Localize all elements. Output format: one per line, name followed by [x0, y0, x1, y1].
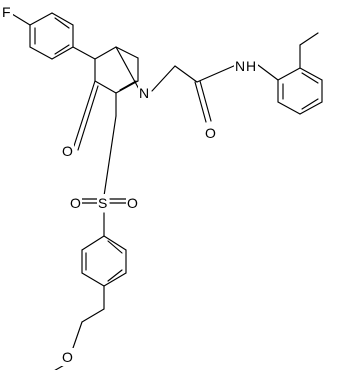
- bond-line-25: [199, 80, 212, 122]
- bond-line-52: [107, 269, 123, 282]
- bond-line-19: [73, 80, 96, 147]
- bond-line-35: [301, 72, 319, 84]
- bond-line-3: [51, 46, 74, 60]
- bond-line-48: [81, 272, 105, 287]
- sulfur-atom-label: S: [98, 195, 107, 211]
- bond-line-34: [301, 98, 319, 110]
- bond-line-17: [115, 46, 139, 59]
- amide-hydrogen-atom-label: H: [246, 58, 256, 74]
- bond-line-55: [81, 308, 105, 323]
- bond-line-5: [51, 12, 74, 26]
- ketone-oxygen-label-bg: [61, 142, 74, 160]
- bond-line-12: [115, 46, 141, 92]
- bond-line-2: [29, 46, 53, 60]
- sulfonyl-oxygen-left-label-bg: [69, 194, 82, 212]
- bond-line-18: [119, 80, 137, 91]
- bond-line-47: [103, 272, 127, 287]
- bond-line-11: [94, 46, 117, 60]
- bond-line-39: [103, 115, 117, 197]
- amide-nitrogen-atom-label: N: [235, 58, 245, 74]
- bond-line-45: [103, 235, 127, 251]
- bond-line-20: [77, 85, 99, 151]
- bond-line-21: [151, 65, 176, 92]
- ring-nitrogen-label-bg: [138, 84, 151, 102]
- amide-oxygen-atom-label: O: [205, 125, 216, 141]
- sulfur-label-bg: [97, 194, 109, 212]
- bond-line-22: [174, 65, 198, 83]
- bond-line-6: [29, 12, 53, 26]
- amide-nitrogen-label-bg: [234, 57, 258, 75]
- ring-nitrogen-atom-label: N: [139, 85, 149, 101]
- bond-line-10: [72, 46, 96, 60]
- methoxy-oxygen-label-bg: [61, 348, 74, 366]
- bond-line-26: [257, 64, 279, 81]
- bond-line-56: [72, 321, 83, 349]
- bond-line-37: [299, 32, 319, 46]
- bond-lines: [11, 12, 323, 370]
- bond-line-14: [94, 80, 117, 94]
- amide-oxygen-label-bg: [204, 124, 217, 142]
- sulfonyl-oxygen-left-atom-label: O: [70, 195, 81, 211]
- fluorine-label-bg: [0, 3, 13, 21]
- bond-line-0: [11, 13, 31, 26]
- bond-line-15: [115, 80, 139, 94]
- ketone-oxygen-atom-label: O: [62, 143, 73, 159]
- methoxy-oxygen-atom-label: O: [62, 349, 73, 365]
- sulfonyl-oxygen-right-label-bg: [126, 194, 139, 212]
- bond-line-23: [196, 64, 237, 83]
- sulfonyl-oxygen-right-atom-label: O: [127, 195, 138, 211]
- bond-line-29: [299, 101, 323, 115]
- bond-line-8: [54, 44, 70, 55]
- bond-line-32: [277, 67, 301, 81]
- bond-line-50: [81, 235, 105, 251]
- bond-line-28: [277, 101, 301, 115]
- fluorine-atom-label: F: [2, 4, 11, 20]
- bond-line-24: [194, 81, 207, 123]
- bond-line-9: [54, 17, 70, 29]
- bond-line-31: [299, 67, 323, 81]
- bond-line-51: [107, 240, 123, 254]
